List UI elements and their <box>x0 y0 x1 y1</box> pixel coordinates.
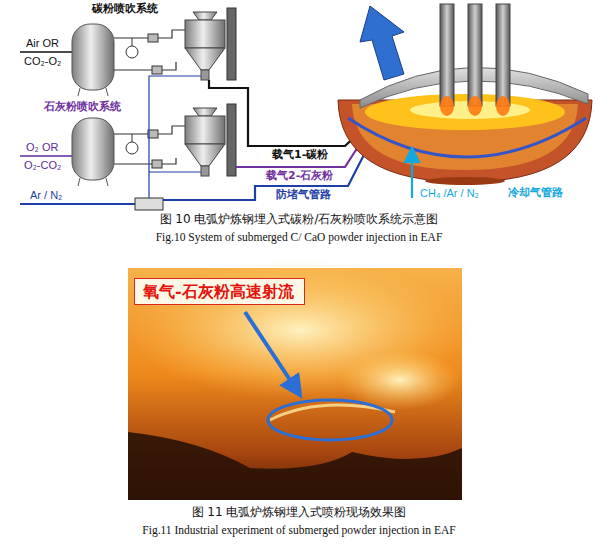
line-label: CH₄ /Ar / N₂ <box>420 187 479 200</box>
figure-caption: 图 10 电弧炉炼钢埋入式碳粉/石灰粉喷吹系统示意图 <box>0 213 598 227</box>
gas-label: Ar / N₂ <box>30 189 62 202</box>
callout-box: 氧气-石灰粉高速射流 <box>134 278 305 305</box>
gas-label: O₂-CO₂ <box>24 159 61 172</box>
callout-text: 氧气-石灰粉高速射流 <box>143 282 296 301</box>
line-label: 载气1-碳粉 <box>272 149 328 162</box>
line-label: 载气2-石灰粉 <box>266 170 333 183</box>
gas-label: CO₂-O₂ <box>24 55 61 68</box>
figure-caption: Fig.11 Industrial experiment of submerge… <box>0 524 598 537</box>
gas-label: O₂ OR <box>26 141 58 154</box>
gas-label: Air OR <box>26 37 59 50</box>
system-heading: 石灰粉喷吹系统 <box>44 101 121 114</box>
figure-caption: 图 11 电弧炉炼钢埋入式喷粉现场效果图 <box>0 506 598 520</box>
line-label: 防堵气管路 <box>276 189 331 202</box>
line-label: 冷却气管路 <box>508 187 563 200</box>
figure-caption: Fig.10 System of submerged C/ CaO powder… <box>0 231 598 244</box>
system-heading: 碳粉喷吹系统 <box>92 3 158 16</box>
